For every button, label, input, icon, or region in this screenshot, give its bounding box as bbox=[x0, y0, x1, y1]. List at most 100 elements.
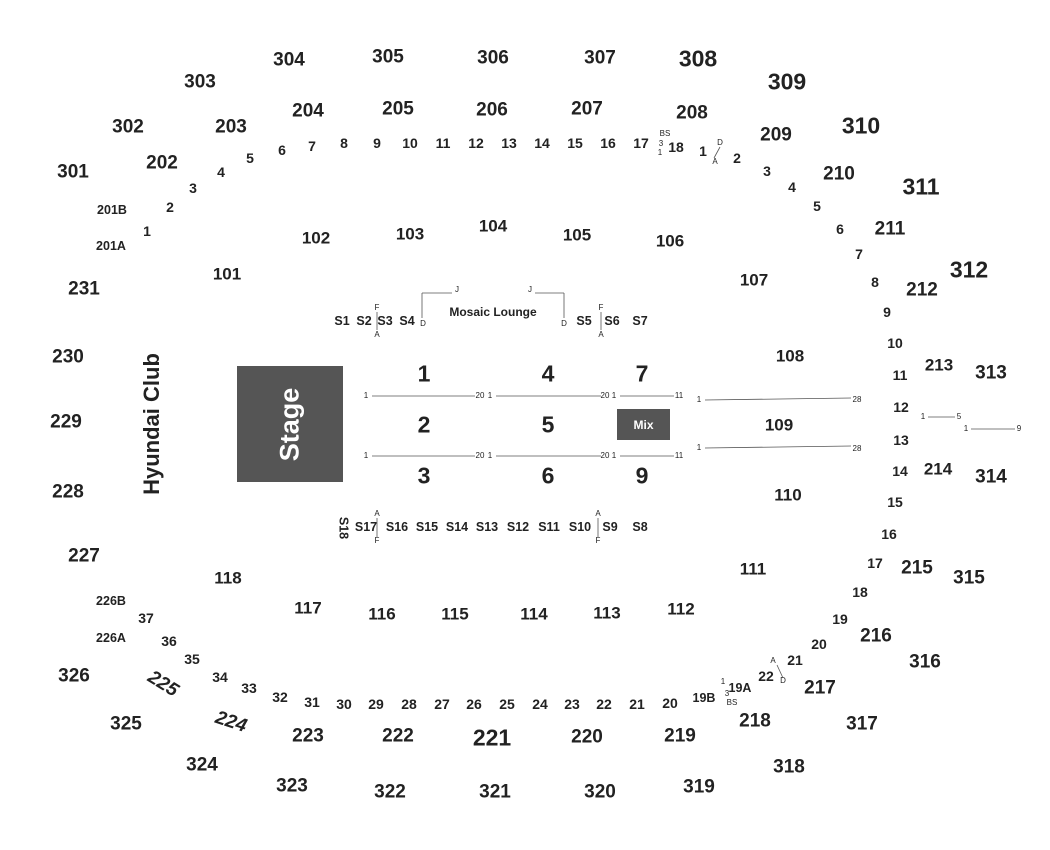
section-212[interactable]: 212 bbox=[906, 279, 938, 301]
suite-s3[interactable]: S3 bbox=[377, 313, 393, 328]
box-lower-32[interactable]: 32 bbox=[272, 689, 288, 705]
box-right-6[interactable]: 6 bbox=[836, 221, 844, 237]
box-right-9[interactable]: 9 bbox=[883, 304, 891, 320]
box-right-8[interactable]: 8 bbox=[871, 274, 879, 290]
box-upper-12[interactable]: 12 bbox=[468, 135, 484, 151]
section-118[interactable]: 118 bbox=[214, 568, 242, 588]
section-105[interactable]: 105 bbox=[562, 225, 592, 245]
box-upper-7[interactable]: 7 bbox=[308, 138, 316, 154]
suite-s15[interactable]: S15 bbox=[415, 519, 439, 534]
box-lower-37[interactable]: 37 bbox=[138, 610, 154, 626]
suite-s16[interactable]: S16 bbox=[385, 519, 409, 534]
box-upper-6[interactable]: 6 bbox=[278, 142, 286, 158]
section-208[interactable]: 208 bbox=[676, 102, 708, 124]
section-226a[interactable]: 226A bbox=[96, 630, 126, 645]
section-222[interactable]: 222 bbox=[382, 725, 414, 747]
section-221[interactable]: 221 bbox=[472, 724, 512, 751]
floor-section-5[interactable]: 5 bbox=[541, 411, 555, 438]
floor-section-3[interactable]: 3 bbox=[417, 462, 431, 489]
section-304[interactable]: 304 bbox=[273, 49, 305, 71]
section-316[interactable]: 316 bbox=[909, 651, 941, 673]
section-108[interactable]: 108 bbox=[775, 346, 805, 366]
suite-s8[interactable]: S8 bbox=[632, 519, 648, 534]
section-320[interactable]: 320 bbox=[584, 781, 616, 803]
box-upper-9[interactable]: 9 bbox=[373, 135, 381, 151]
section-102[interactable]: 102 bbox=[301, 228, 331, 248]
box-lower-29[interactable]: 29 bbox=[368, 696, 384, 712]
section-302[interactable]: 302 bbox=[112, 116, 144, 138]
box-upper-18[interactable]: 18 bbox=[668, 139, 684, 155]
box-lower-30[interactable]: 30 bbox=[336, 696, 352, 712]
section-204[interactable]: 204 bbox=[292, 100, 324, 122]
suite-s12[interactable]: S12 bbox=[506, 519, 530, 534]
box-lower-28[interactable]: 28 bbox=[401, 696, 417, 712]
box-lower-23[interactable]: 23 bbox=[564, 696, 580, 712]
box-right-15[interactable]: 15 bbox=[887, 494, 903, 510]
section-309[interactable]: 309 bbox=[767, 68, 807, 95]
floor-section-4[interactable]: 4 bbox=[541, 360, 555, 387]
box-right-3[interactable]: 3 bbox=[763, 163, 771, 179]
section-205[interactable]: 205 bbox=[382, 98, 414, 120]
suite-s7[interactable]: S7 bbox=[632, 313, 648, 328]
section-308[interactable]: 308 bbox=[678, 45, 718, 72]
section-117[interactable]: 117 bbox=[294, 598, 322, 618]
box-lower-27[interactable]: 27 bbox=[434, 696, 450, 712]
box-upper-3[interactable]: 3 bbox=[189, 180, 197, 196]
box-upper-15[interactable]: 15 bbox=[567, 135, 583, 151]
box-right-5[interactable]: 5 bbox=[813, 198, 821, 214]
box-lower-25[interactable]: 25 bbox=[499, 696, 515, 712]
section-111[interactable]: 111 bbox=[739, 559, 767, 579]
box-lower-31[interactable]: 31 bbox=[304, 694, 320, 710]
box-upper-5[interactable]: 5 bbox=[246, 150, 254, 166]
section-311[interactable]: 311 bbox=[902, 173, 940, 200]
section-217[interactable]: 217 bbox=[804, 677, 836, 699]
box-right-11[interactable]: 11 bbox=[892, 367, 908, 383]
section-307[interactable]: 307 bbox=[584, 47, 616, 69]
section-226b[interactable]: 226B bbox=[96, 593, 126, 608]
section-322[interactable]: 322 bbox=[374, 781, 406, 803]
section-116[interactable]: 116 bbox=[368, 604, 396, 624]
box-right-4[interactable]: 4 bbox=[788, 179, 796, 195]
suite-s18[interactable]: S18 bbox=[336, 516, 351, 540]
section-214[interactable]: 214 bbox=[923, 459, 953, 479]
section-321[interactable]: 321 bbox=[479, 781, 511, 803]
box-right-20[interactable]: 20 bbox=[811, 636, 827, 652]
suite-s9[interactable]: S9 bbox=[602, 519, 618, 534]
box-upper-13[interactable]: 13 bbox=[501, 135, 517, 151]
box-upper-2[interactable]: 2 bbox=[166, 199, 174, 215]
section-326[interactable]: 326 bbox=[58, 665, 90, 687]
section-306[interactable]: 306 bbox=[477, 47, 509, 69]
section-317[interactable]: 317 bbox=[846, 713, 878, 735]
section-101[interactable]: 101 bbox=[212, 264, 242, 284]
section-312[interactable]: 312 bbox=[949, 256, 989, 283]
box-upper-16[interactable]: 16 bbox=[600, 135, 616, 151]
section-210[interactable]: 210 bbox=[823, 163, 855, 185]
section-215[interactable]: 215 bbox=[901, 557, 933, 579]
section-318[interactable]: 318 bbox=[773, 756, 805, 778]
section-216[interactable]: 216 bbox=[860, 625, 892, 647]
section-305[interactable]: 305 bbox=[372, 46, 404, 68]
suite-s5[interactable]: S5 bbox=[576, 313, 592, 328]
section-211[interactable]: 211 bbox=[874, 218, 906, 240]
section-223[interactable]: 223 bbox=[292, 725, 324, 747]
section-206[interactable]: 206 bbox=[476, 99, 508, 121]
section-313[interactable]: 313 bbox=[975, 362, 1007, 384]
section-207[interactable]: 207 bbox=[571, 98, 603, 120]
box-lower-19b[interactable]: 19B bbox=[692, 690, 716, 705]
section-114[interactable]: 114 bbox=[520, 604, 548, 624]
section-324[interactable]: 324 bbox=[186, 754, 218, 776]
floor-section-6[interactable]: 6 bbox=[541, 462, 555, 489]
section-220[interactable]: 220 bbox=[571, 726, 603, 748]
section-219[interactable]: 219 bbox=[664, 725, 696, 747]
section-230[interactable]: 230 bbox=[52, 346, 84, 368]
section-310[interactable]: 310 bbox=[841, 112, 881, 139]
section-203[interactable]: 203 bbox=[215, 116, 247, 138]
box-lower-35[interactable]: 35 bbox=[184, 651, 200, 667]
box-right-2[interactable]: 2 bbox=[733, 150, 741, 166]
box-lower-20[interactable]: 20 bbox=[662, 695, 678, 711]
section-107[interactable]: 107 bbox=[739, 270, 769, 290]
box-upper-4[interactable]: 4 bbox=[217, 164, 225, 180]
section-115[interactable]: 115 bbox=[441, 604, 469, 624]
section-109[interactable]: 109 bbox=[764, 415, 794, 435]
box-right-10[interactable]: 10 bbox=[887, 335, 903, 351]
